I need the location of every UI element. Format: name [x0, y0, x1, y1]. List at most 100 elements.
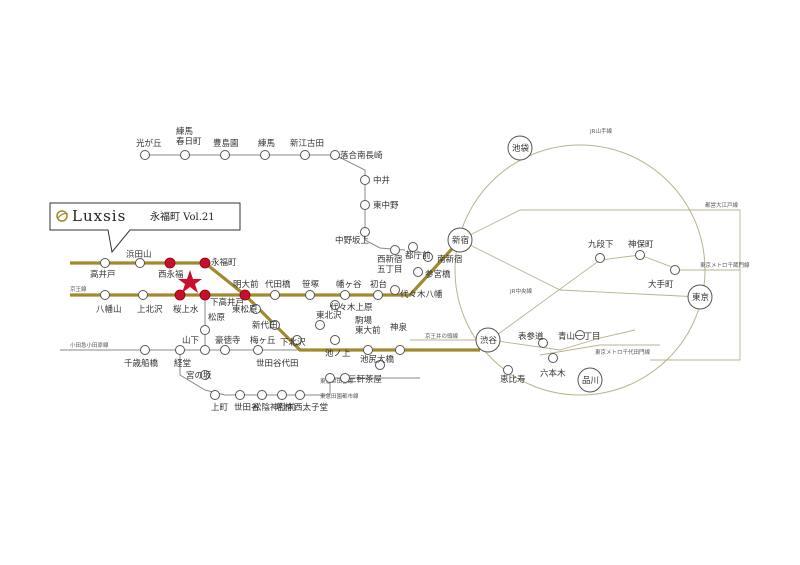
label-setagaya: 世田谷 [234, 402, 260, 413]
label-meidaimae: 明大前 [233, 279, 259, 290]
label-shinagawa: 品川 [582, 376, 599, 386]
keio-inokashira-gold [70, 261, 480, 352]
station-komaba [363, 345, 373, 355]
label-higashi-kitazawa: 東北沢 [316, 310, 342, 321]
label-ebisu: 恵比寿 [500, 374, 526, 385]
station-yoyogi-hachiman [390, 285, 400, 295]
label-kami-kitazawa: 上北沢 [137, 304, 163, 315]
station-ebisu [503, 365, 513, 375]
label-tochomae: 都庁前 [405, 250, 431, 261]
station-setagaya [235, 390, 245, 400]
label-odakyu: 小田急小田原線 [70, 341, 109, 349]
station-ikenoue [330, 335, 340, 345]
label-yamashita: 山下 [182, 335, 200, 346]
station-sangubashi [413, 267, 423, 277]
station-kami-kitazawa [138, 290, 148, 300]
toei-oedo-line [459, 209, 741, 361]
label-yoyogi-uehara: 代々木上原 [330, 302, 373, 313]
station-gotokuji [220, 345, 230, 355]
label-omotesando: 表参道 [518, 331, 544, 342]
luxsis-badge: Luxsis 永福町 Vol.21 [49, 202, 241, 254]
label-daitabashi: 代田橋 [265, 279, 291, 290]
label-nerima: 練馬 [258, 138, 275, 149]
label-nishi-eifuku: 西永福 [158, 269, 184, 280]
label-shin-daita: 新代田 [252, 320, 278, 331]
station-minami-shinjuku [423, 252, 433, 262]
station-ikebukuro [507, 135, 533, 161]
station-shimotakaido [199, 289, 211, 301]
station-hikarigaoka [140, 150, 150, 160]
station-nakano-sakaue [360, 227, 370, 237]
label-metro-marunouchi: 東京メトロ千蔵門線 [700, 261, 750, 269]
label-toshimaen: 豊島園 [213, 138, 239, 149]
label-otemachi: 大手町 [648, 279, 674, 290]
station-shinagawa [577, 367, 603, 393]
label-sangenjaya: 三軒茶屋 [348, 374, 383, 385]
label-shoin: 松陰神社前 [253, 402, 296, 413]
label-umegaoka: 梅ヶ丘 [250, 335, 276, 346]
label-sakurajosui: 桜上水 [173, 304, 199, 315]
label-nakai: 中井 [373, 175, 390, 186]
label-kudanshita: 九段下 [588, 239, 614, 250]
label-eifukucho: 永福町 [211, 257, 237, 268]
station-hatagaya [340, 290, 350, 300]
station-toshimaen [220, 150, 230, 160]
station-nerima-kasugacho [180, 150, 190, 160]
jr-chuo-line [459, 239, 701, 298]
label-chitose-funabashi: 千歳船橋 [124, 358, 159, 369]
station-takaido [100, 258, 110, 268]
station-eifukucho [199, 257, 211, 269]
station-higashi-kitazawa [315, 320, 325, 330]
station-hachimanyama [100, 290, 110, 300]
label-hatagaya: 幡ヶ谷 [336, 279, 362, 290]
label-ikejiri: 池尻大橋 [360, 354, 395, 365]
label-ikenoue: 池ノ上 [325, 348, 351, 359]
label-shin-egota: 新江古田 [290, 138, 324, 149]
label-keio-inokashira: 京王井の頭線 [425, 332, 459, 340]
station-nerima [260, 150, 270, 160]
label-takaido: 高井戸 [90, 269, 116, 280]
metro-hanzomon-line [489, 329, 636, 351]
station-higashi-matsubara [251, 304, 261, 314]
station-higashi-nakano [360, 200, 370, 210]
label-aoyama: 青山一丁目 [558, 331, 601, 342]
label-shimotakaido: 下高井戸 [210, 297, 244, 308]
station-shin-egota [300, 150, 310, 160]
station-omotesando [538, 338, 548, 348]
label-shibuya: 渋谷 [480, 335, 498, 346]
station-miyanosaka [200, 370, 210, 380]
label-shinjuku: 新宿 [452, 235, 469, 246]
label-roppongi: 六本木 [540, 368, 566, 379]
station-tochomae [408, 242, 418, 252]
brand-name: Luxsis [72, 207, 126, 225]
current-location-star-icon [178, 270, 202, 293]
station-nishi-eifuku [164, 257, 176, 269]
label-keio: 京王線 [70, 285, 87, 293]
label-hamadayama: 浜田山 [126, 249, 152, 260]
station-nishi-taishido [295, 390, 305, 400]
label-hatsudai: 初台 [370, 279, 387, 290]
label-shimokitazawa: 下北沢 [280, 337, 306, 348]
station-setagaya-daita [325, 373, 335, 383]
label-jr-yamanote: JR山手線 [589, 127, 612, 135]
station-meidaimae [239, 289, 251, 301]
label-higashi-matsubara: 東松原 [232, 304, 258, 315]
brand-subtitle: 永福町 Vol.21 [150, 210, 215, 223]
label-jr-chuo: JR中央線 [509, 287, 532, 295]
label-nerima-kasugacho: 練馬春日町 [176, 126, 202, 147]
station-kudanshita [595, 253, 605, 263]
label-yoyogi-hachiman: 代々木八幡 [400, 289, 443, 300]
station-otemachi [670, 265, 680, 275]
station-ochiai [330, 150, 340, 160]
yamanote-loop [454, 144, 706, 396]
station-yoyogi-uehara [330, 300, 340, 310]
station-shibuya [475, 327, 501, 353]
station-matsubara [200, 325, 210, 335]
station-kamimachi [210, 390, 220, 400]
station-sasazuka [305, 290, 315, 300]
label-sangubashi: 参宮橋 [425, 269, 451, 280]
label-kyodo: 経堂 [174, 358, 191, 369]
station-shin-daita [270, 320, 280, 330]
label-hikarigaoka: 光が丘 [136, 138, 162, 149]
